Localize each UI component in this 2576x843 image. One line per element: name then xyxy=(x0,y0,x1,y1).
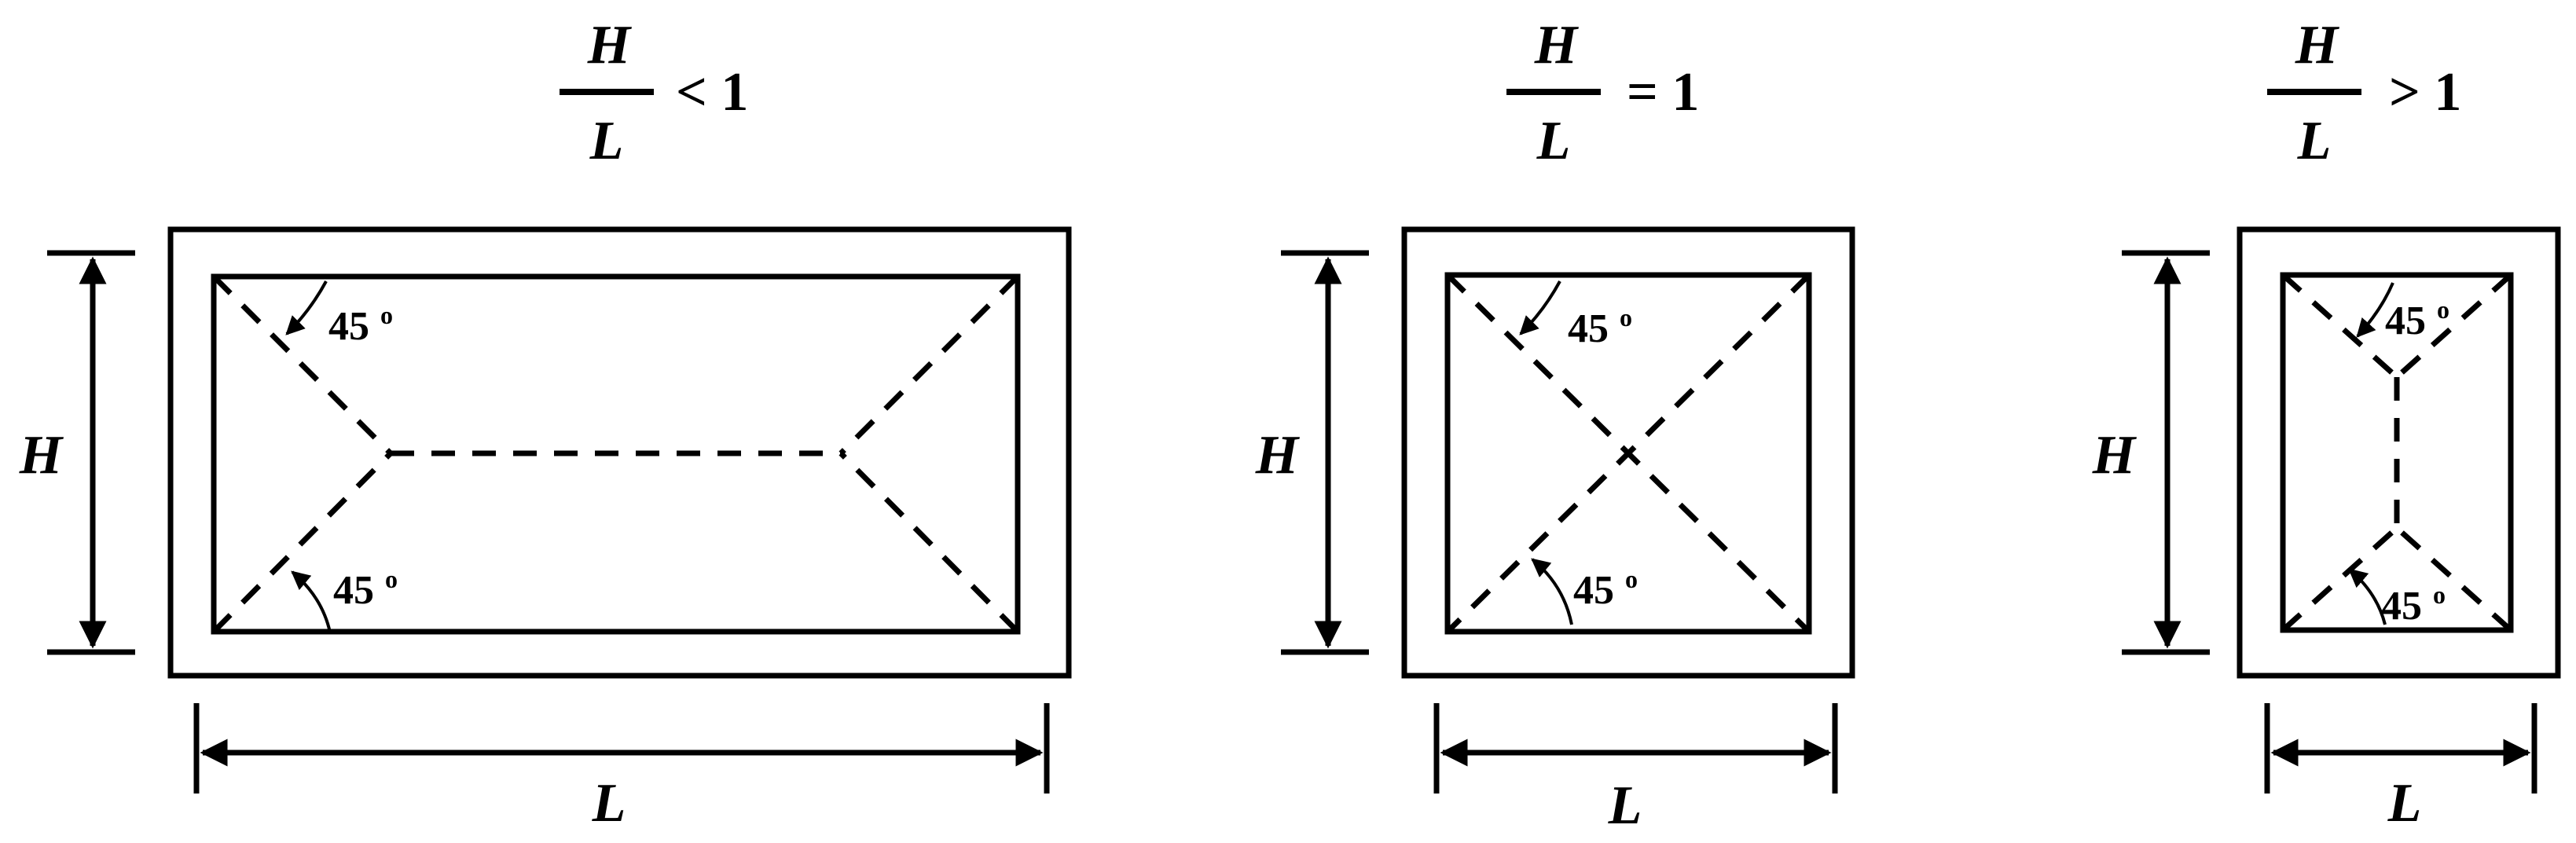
ratio-relation: > 1 xyxy=(2389,62,2461,123)
degree-mark: o xyxy=(380,301,393,329)
ratio-denominator: L xyxy=(589,111,624,171)
ratio-denominator: L xyxy=(1536,111,1571,171)
panel-ratio-greater-than-one: H L > 1 45 o 45 o H xyxy=(2092,15,2561,834)
ratio-heading: H L > 1 xyxy=(2267,15,2461,171)
yield-lines xyxy=(2281,273,2513,632)
inner-slab xyxy=(1444,272,1812,635)
length-dimension: L xyxy=(193,703,1050,834)
height-dimension: H xyxy=(19,250,135,655)
length-label: L xyxy=(592,773,626,834)
ratio-heading: H L = 1 xyxy=(1506,15,1699,171)
ratio-numerator: H xyxy=(587,15,633,75)
angle-marker-top: 45 o xyxy=(285,280,393,349)
outer-wall xyxy=(1401,226,1855,679)
length-label: L xyxy=(1608,775,1642,836)
ratio-relation: = 1 xyxy=(1627,62,1699,123)
panel-ratio-less-than-one: H L < 1 45 o 45 o H xyxy=(19,15,1072,834)
height-dimension: H xyxy=(1255,250,1369,655)
outer-wall xyxy=(2237,226,2561,679)
ratio-numerator: H xyxy=(2295,15,2340,75)
angle-label: 45 xyxy=(2385,299,2426,343)
yield-lines xyxy=(1445,273,1811,634)
height-label: H xyxy=(1255,425,1301,486)
angle-marker-top: 45 o xyxy=(1519,280,1632,351)
length-label: L xyxy=(2387,773,2422,834)
length-dimension: L xyxy=(1433,703,1838,836)
panel-ratio-equal-one: H L = 1 45 o 45 o H xyxy=(1255,15,1855,836)
outer-wall xyxy=(167,226,1072,679)
angle-label: 45 xyxy=(2381,584,2422,629)
degree-mark: o xyxy=(1620,303,1632,332)
angle-label: 45 xyxy=(333,568,374,613)
angle-marker-bottom: 45 o xyxy=(291,565,398,633)
ratio-relation: < 1 xyxy=(676,62,748,123)
angle-label: 45 xyxy=(328,304,369,349)
degree-mark: o xyxy=(385,565,398,593)
angle-marker-bottom: 45 o xyxy=(1531,558,1638,625)
height-dimension: H xyxy=(2092,250,2210,655)
angle-marker-top: 45 o xyxy=(2356,282,2449,343)
angle-label: 45 xyxy=(1568,306,1609,351)
degree-mark: o xyxy=(2437,295,2449,324)
inner-slab xyxy=(2280,272,2514,633)
ratio-numerator: H xyxy=(1534,15,1580,75)
height-label: H xyxy=(2092,425,2137,486)
length-dimension: L xyxy=(2264,703,2537,834)
yield-lines xyxy=(211,274,1020,634)
ratio-heading: H L < 1 xyxy=(560,15,748,171)
inner-slab xyxy=(211,273,1021,635)
angle-marker-bottom: 45 o xyxy=(2348,568,2446,629)
ratio-denominator: L xyxy=(2297,111,2332,171)
angle-label: 45 xyxy=(1573,568,1614,613)
degree-mark: o xyxy=(1625,565,1638,593)
degree-mark: o xyxy=(2433,581,2446,609)
height-label: H xyxy=(19,425,64,486)
